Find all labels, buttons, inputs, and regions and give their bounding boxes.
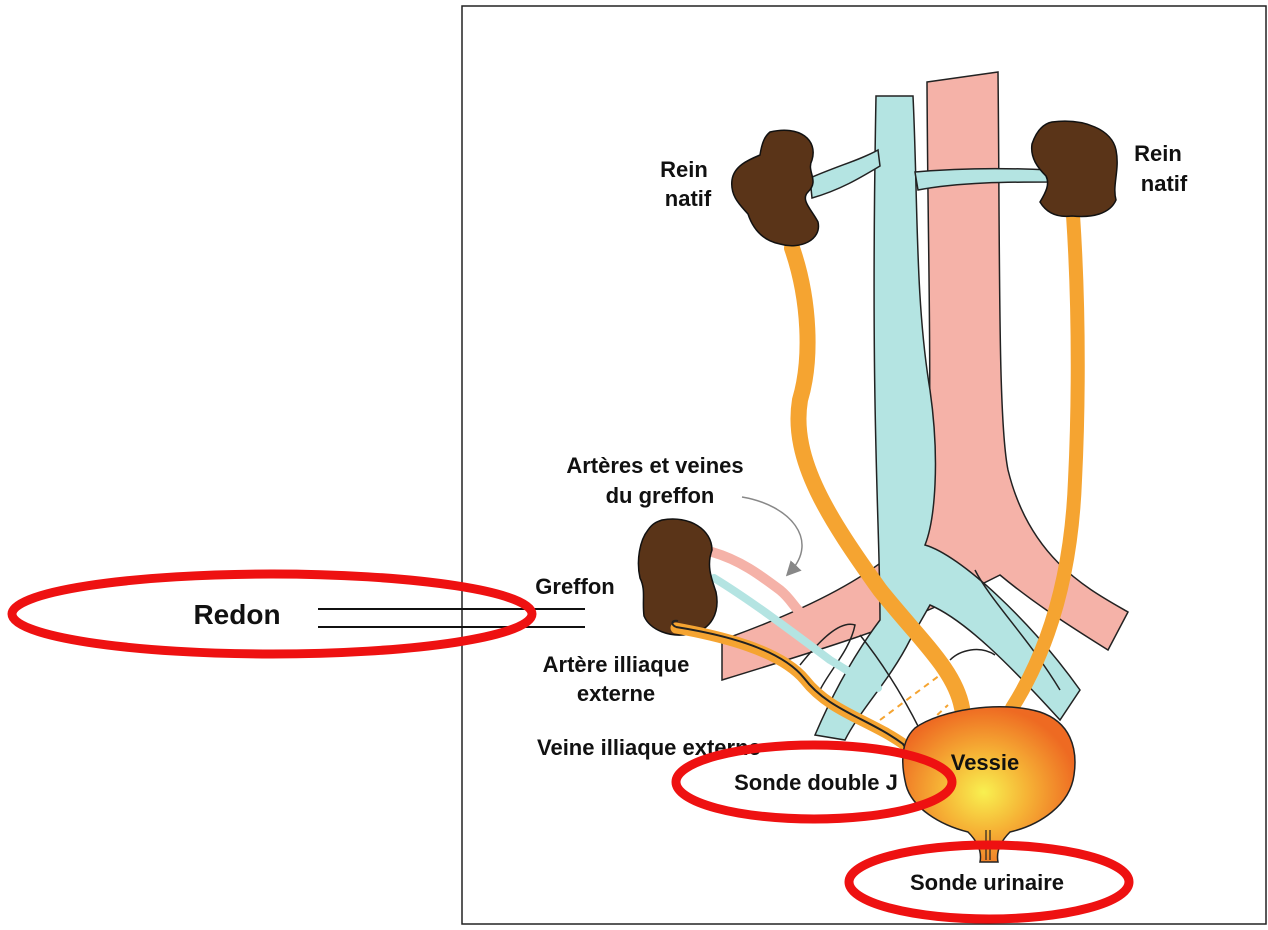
label-artere-illiaque-line2: externe <box>577 681 655 706</box>
label-rein-natif-right-line1: Rein <box>1134 141 1182 166</box>
label-artere-illiaque-line1: Artère illiaque <box>543 652 690 677</box>
annotation-sonde-double-j: Sonde double J <box>734 770 898 795</box>
label-greffon: Greffon <box>535 574 614 599</box>
label-vessie: Vessie <box>951 750 1020 775</box>
label-rein-natif-left-line1: Rein <box>660 157 708 182</box>
annotation-redon: Redon <box>193 599 280 630</box>
native-kidney-right <box>1032 121 1117 216</box>
label-arteres-veines-line1: Artères et veines <box>566 453 743 478</box>
label-rein-natif-left-line2: natif <box>665 186 712 211</box>
annotation-sonde-urinaire: Sonde urinaire <box>910 870 1064 895</box>
label-rein-natif-right-line2: natif <box>1141 171 1188 196</box>
graft-kidney <box>638 519 717 635</box>
label-arteres-veines-line2: du greffon <box>606 483 715 508</box>
